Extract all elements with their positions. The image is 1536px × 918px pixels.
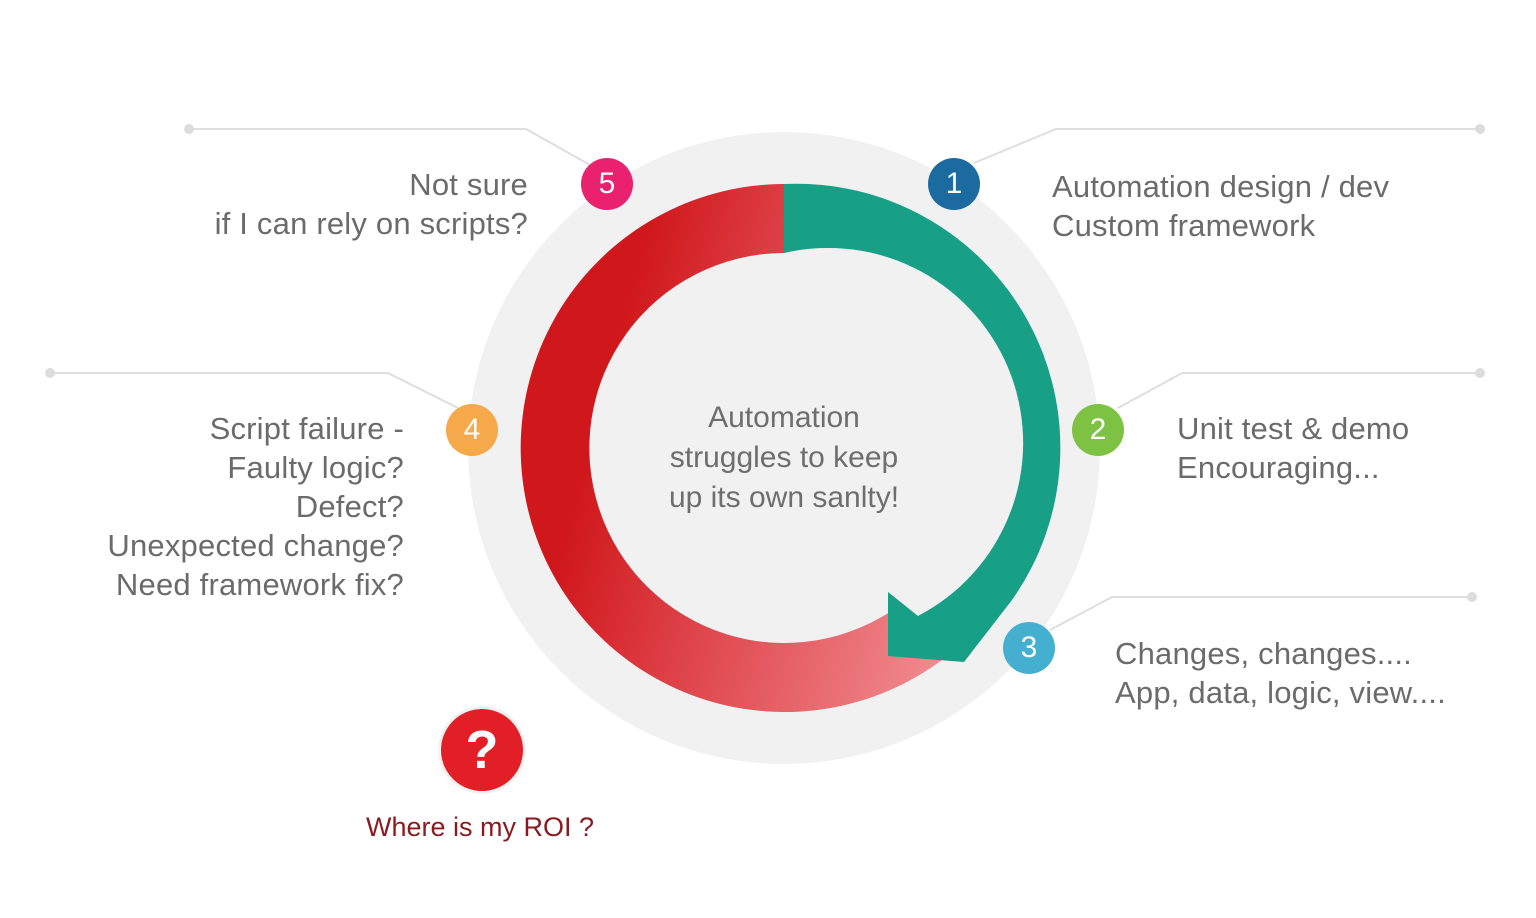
step-2-line: Encouraging... [1177,450,1380,485]
step-4-text: Script failure - Faulty logic? Defect? U… [107,409,404,604]
step-5-text: Not sure if I can rely on scripts? [215,165,528,243]
step-badge-5: 5 [581,158,633,210]
step-5-line: Not sure [409,167,528,202]
step-4-line: Defect? [295,489,404,524]
step-4-line: Script failure - [209,411,404,446]
step-4-line: Need framework fix? [115,567,404,602]
step-3-text: Changes, changes.... App, data, logic, v… [1115,634,1446,712]
step-badge-2: 2 [1072,404,1124,456]
step-4-line: Faulty logic? [227,450,404,485]
question-mark-icon: ? [441,709,523,791]
center-line: struggles to keep [669,441,899,474]
step-1-text: Automation design / dev Custom framework [1052,167,1389,245]
step-2-line: Unit test & demo [1177,411,1410,446]
step-3-line: Changes, changes.... [1115,636,1412,671]
step-4-line: Unexpected change? [107,528,404,563]
connector-lines [50,128,1480,631]
roi-question: Where is my ROI ? [366,812,595,842]
step-3-line: App, data, logic, view.... [1115,675,1446,710]
green-arrow [784,183,1061,662]
step-badge-4: 4 [446,404,498,456]
red-ring-segment [520,184,942,712]
step-badge-3: 3 [1003,622,1055,674]
center-line: Automation [708,401,860,434]
center-caption: Automation struggles to keep up its own … [620,398,948,518]
step-5-line: if I can rely on scripts? [214,206,528,241]
center-line: up its own sanlty! [668,481,900,514]
connector-dots [45,124,1485,602]
step-1-line: Custom framework [1052,208,1316,243]
step-2-text: Unit test & demo Encouraging... [1177,409,1409,487]
step-badge-1: 1 [928,158,980,210]
step-1-line: Automation design / dev [1052,169,1390,204]
